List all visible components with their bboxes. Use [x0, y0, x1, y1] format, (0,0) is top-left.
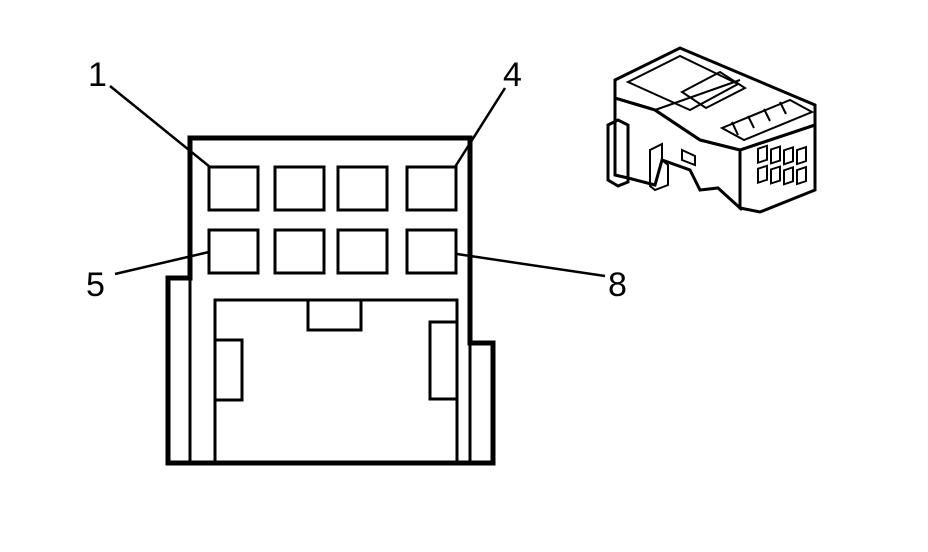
left-key-slot: [213, 338, 244, 402]
leader-line-8: [456, 252, 606, 278]
pin-label-8: 8: [608, 266, 627, 304]
iso-latch-ridge-inner: [680, 70, 748, 110]
cavity-6: [273, 228, 326, 275]
cavity-8: [405, 228, 458, 275]
leader-line-1: [109, 85, 211, 168]
iso-left-side: [613, 95, 742, 212]
connector-face-view: 1 4 5 8: [86, 56, 627, 466]
iso-side-slot: [681, 148, 696, 167]
iso-cavity: [783, 166, 794, 186]
iso-cavity: [796, 165, 807, 186]
cavity-5: [207, 228, 260, 275]
iso-strip-divider: [747, 115, 755, 129]
cavity-3: [336, 165, 389, 212]
latch-cutout: [213, 298, 459, 463]
latch-tab: [306, 300, 363, 332]
iso-strip-divider: [731, 121, 739, 136]
iso-cavity: [770, 145, 781, 165]
pin-label-5: 5: [86, 266, 105, 304]
iso-cavity: [757, 144, 768, 165]
cavity-1: [207, 165, 260, 212]
iso-cavity: [796, 145, 807, 166]
iso-top-cavity-strip: [719, 98, 815, 142]
pin-label-1: 1: [88, 56, 107, 94]
iso-side-notch: [649, 142, 669, 192]
leader-line-4: [453, 87, 507, 168]
iso-top-edge-line: [654, 79, 741, 111]
right-key-slot: [428, 320, 459, 401]
iso-cavity: [770, 165, 781, 185]
iso-cavity: [783, 146, 794, 166]
connector-body-outline: [165, 135, 496, 466]
iso-strip-divider: [763, 108, 771, 122]
iso-cavity-grid: [757, 144, 807, 186]
leader-line-5: [114, 250, 210, 276]
cavity-7: [336, 228, 389, 275]
pin-label-4: 4: [503, 56, 522, 94]
iso-cavity: [757, 164, 768, 185]
cavity-4: [405, 165, 458, 212]
cavity-2: [273, 165, 326, 212]
iso-left-bracket: [606, 118, 630, 188]
iso-strip-divider: [779, 101, 787, 115]
connector-isometric-view: [606, 46, 817, 214]
